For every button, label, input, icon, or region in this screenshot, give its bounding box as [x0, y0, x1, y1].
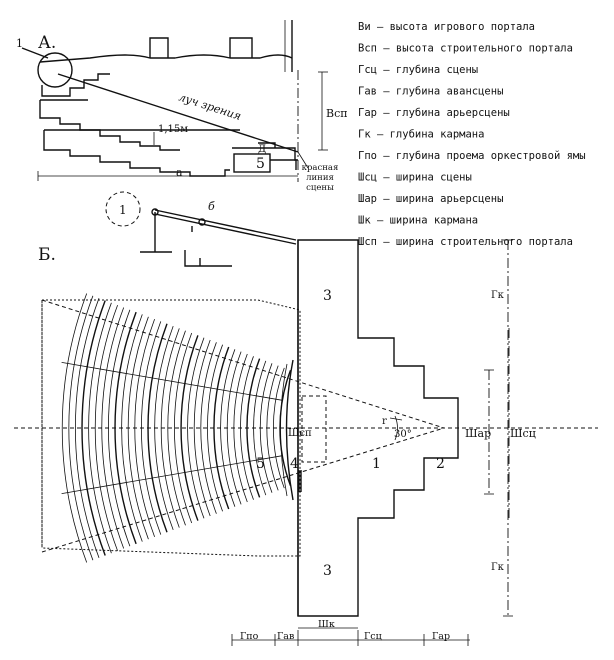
- room-5-label: 5: [256, 156, 265, 172]
- seat-row: [226, 351, 242, 505]
- section-a-label: А.: [38, 33, 56, 53]
- legend-item: Гсц – глубина сцены: [358, 64, 478, 76]
- legend-item: Гав – глубина авансцены: [358, 86, 503, 98]
- zone-4: 4: [290, 456, 299, 472]
- zone-5: 5: [256, 456, 265, 472]
- seat-row: [154, 325, 174, 531]
- seat-row: [134, 318, 155, 538]
- seat-row: [220, 349, 236, 507]
- legend-item: Ви – высота игрового портала: [358, 21, 535, 33]
- seat-row: [88, 302, 112, 554]
- seat-row: [61, 293, 88, 563]
- seat-row: [233, 353, 248, 503]
- section-b-label: Б.: [38, 245, 56, 265]
- seat-row: [193, 339, 211, 517]
- seat-row: [187, 337, 205, 519]
- red-line-label-box: красная линия сцены: [301, 163, 339, 193]
- angle-label: 30°: [394, 429, 412, 440]
- dim-orchestra-pit: Гпо: [240, 631, 259, 642]
- stage-width: Шсц: [510, 427, 536, 440]
- seat-row: [253, 360, 267, 496]
- plan-drawing: [14, 239, 598, 646]
- seat-row: [141, 321, 162, 535]
- seat-row: [200, 342, 217, 514]
- dim-pocket-width: Шк: [318, 619, 335, 630]
- pocket-depth-top: Гк: [491, 290, 505, 301]
- portal-width-label: Шсп: [288, 428, 312, 439]
- seat-row: [147, 323, 168, 533]
- zone-3-bottom: 3: [323, 563, 332, 579]
- seat-row: [160, 328, 180, 528]
- seat-row: [213, 346, 230, 510]
- legend-item: Гар – глубина арьерсцены: [358, 107, 510, 119]
- zone-3-top: 3: [323, 288, 332, 304]
- legend-item: Шк – ширина кармана: [358, 215, 478, 227]
- seat-row: [167, 330, 186, 526]
- seat-row: [246, 358, 261, 498]
- rear-stage-width: Шар: [465, 427, 491, 440]
- pocket-depth-bottom: Гк: [491, 562, 505, 573]
- room-d-label: Д: [258, 144, 266, 155]
- seat-row: [180, 335, 199, 521]
- dim-stage-depth: Гсц: [364, 631, 382, 642]
- seat-row: [174, 332, 193, 524]
- zone-2: 2: [436, 456, 445, 472]
- seat-row: [207, 344, 223, 512]
- legend-item: Шсц – ширина сцены: [358, 172, 472, 184]
- seat-row: [114, 311, 137, 545]
- radius-label: r: [382, 416, 387, 427]
- balcony-callout: 1: [16, 37, 23, 50]
- section-a-drawing: [21, 20, 328, 182]
- red-line-label: красная линия сцены: [301, 163, 339, 193]
- detail-circle-label: 1: [119, 203, 127, 217]
- dim-rear-stage-depth: Гар: [432, 631, 450, 642]
- seat-row: [127, 316, 149, 540]
- legend-item: Шар – ширина арьерсцены: [358, 193, 503, 205]
- seat-row: [75, 298, 100, 558]
- seat-row: [266, 365, 279, 491]
- legend-item: Всп – высота строительного портала: [358, 43, 573, 55]
- seat-row: [279, 369, 292, 487]
- seat-row: [272, 367, 285, 489]
- legend-item: Шсп – ширина строительного портала: [358, 236, 573, 248]
- detail-callout: б: [208, 200, 215, 213]
- seating-aisle: [61, 455, 283, 494]
- seating-rows: [61, 293, 292, 563]
- seat-row: [81, 300, 106, 556]
- dim-forestage: Гав: [277, 631, 294, 642]
- legend-item: Гк – глубина кармана: [358, 129, 484, 141]
- seat-row: [107, 309, 131, 547]
- dimension-a-label: а: [176, 166, 183, 179]
- seat-row: [240, 356, 254, 500]
- zone-1: 1: [372, 456, 381, 472]
- seat-row: [94, 304, 118, 552]
- portal-height-symbol: Всп: [326, 107, 348, 120]
- seat-row: [101, 307, 125, 549]
- legend-item: Гпо – глубина проема оркестровой ямы: [358, 150, 586, 162]
- seating-aisle: [61, 362, 283, 401]
- seat-row: [121, 314, 143, 542]
- detail-drawing: [105, 191, 297, 267]
- height-mark-label: 1,15м: [158, 124, 188, 135]
- seat-row: [68, 295, 94, 561]
- sight-ray-label: луч зрения: [177, 90, 243, 122]
- seat-row: [259, 363, 273, 493]
